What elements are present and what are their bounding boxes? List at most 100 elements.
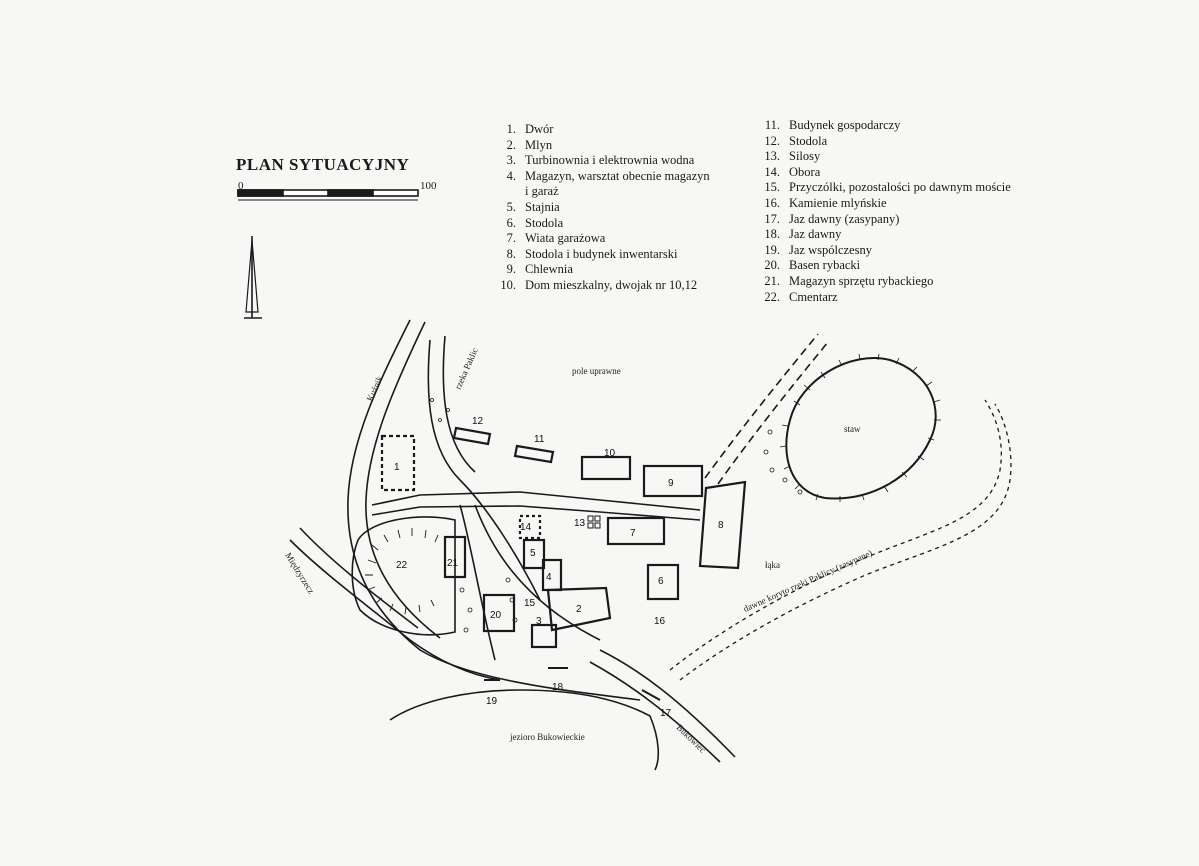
legend-item-label: i garaż xyxy=(525,184,559,199)
label-lake: jezioro Bukowieckie xyxy=(509,732,585,742)
bnum-17: 17 xyxy=(660,708,672,719)
legend-item: 21. Magazyn sprzętu rybackiego xyxy=(758,274,1011,290)
map-title: PLAN SYTUACYJNY xyxy=(236,155,410,174)
legend-item-label: Mlyn xyxy=(525,137,553,152)
legend-item-number: 2. xyxy=(506,137,516,152)
legend-item-number: 18. xyxy=(764,227,780,242)
legend-item-label: Dwór xyxy=(525,122,554,136)
bnum-11: 11 xyxy=(534,434,545,445)
legend-item-number: 1. xyxy=(506,122,516,136)
legend-item-label: Stodola xyxy=(525,215,564,230)
legend-item: 14.Obora xyxy=(758,165,1011,181)
bnum-15: 15 xyxy=(524,598,536,609)
legend-item: 20.Basen rybacki xyxy=(758,258,1011,274)
bnum-16: 16 xyxy=(654,616,666,627)
bnum-19: 19 xyxy=(486,696,498,707)
legend-item: 11. Budynek gospodarczy xyxy=(758,118,1011,134)
legend-item: 19.Jaz wspólczesny xyxy=(758,243,1011,259)
label-kusnik: Kuźnik xyxy=(365,374,385,403)
main-road xyxy=(289,319,701,701)
legend-item-number: 9. xyxy=(506,262,516,277)
bnum-13: 13 xyxy=(574,518,586,529)
legend-item-label: Jaz dawny xyxy=(789,227,842,242)
building-21 xyxy=(443,535,467,579)
legend-item: 3.Turbinownia i elektrownia wodna xyxy=(496,153,710,169)
legend-item: 12. Stodola xyxy=(758,134,1011,150)
label-bukowiec: Bukowiec xyxy=(675,722,708,755)
legend-item: 9.Chlewnia xyxy=(496,262,710,278)
legend-item: 5.Stajnia xyxy=(496,200,710,216)
building-1 xyxy=(380,434,416,492)
label-meadow: łąka xyxy=(765,560,780,570)
legend-item-label: Magazyn sprzętu rybackiego xyxy=(789,273,934,288)
legend-item: 6. Stodola xyxy=(496,216,710,232)
legend-item: 16.Kamienie mlyńskie xyxy=(758,196,1011,212)
label-field: pole uprawne xyxy=(572,366,621,376)
legend-item: i garaż xyxy=(496,184,710,200)
legend-item-number: 11. xyxy=(764,118,780,132)
scale-end-label: 100 xyxy=(420,180,437,192)
bnum-18: 18 xyxy=(552,682,564,693)
label-rzeka: rzeka Paklic xyxy=(453,346,480,390)
building-11 xyxy=(513,444,555,464)
building-8 xyxy=(698,480,747,570)
legend-item-label: Stodola xyxy=(789,133,828,148)
legend-item-number: 16. xyxy=(764,195,780,210)
cemetery-ticks xyxy=(365,528,439,615)
legend-item-number: 21. xyxy=(764,273,780,288)
legend-item-label: Silosy xyxy=(789,149,821,164)
legend-item: 2. Mlyn xyxy=(496,138,710,154)
building-10 xyxy=(580,455,632,481)
legend-item-label: Magazyn, warsztat obecnie magazyn xyxy=(525,168,710,183)
legend-item: 8. Stodola i budynek inwentarski xyxy=(496,247,710,263)
bnum-12: 12 xyxy=(472,416,484,427)
bnum-20: 20 xyxy=(490,610,502,621)
bnum-10: 10 xyxy=(604,448,616,459)
legend-item: 13. Silosy xyxy=(758,149,1011,165)
bnum-4: 4 xyxy=(546,572,552,583)
legend-item-number: 13. xyxy=(764,149,780,164)
legend-item: 7.Wiata garażowa xyxy=(496,231,710,247)
legend-item-number: 12. xyxy=(764,133,780,148)
building-6 xyxy=(646,563,680,601)
bnum-1: 1 xyxy=(394,462,400,473)
legend-item-number: 19. xyxy=(764,242,780,257)
building-12 xyxy=(452,426,492,446)
weirs xyxy=(484,667,661,701)
legend-item-number: 6. xyxy=(506,215,516,230)
legend-item-number: 8. xyxy=(506,246,516,261)
building-number-labels: 1 2 3 4 5 6 7 8 9 10 11 12 13 14 15 16 1… xyxy=(394,416,724,719)
legend-item-number: 10. xyxy=(500,277,516,292)
building-2 xyxy=(546,586,612,632)
bukowiec-road xyxy=(589,649,736,763)
north-arrow xyxy=(244,236,262,319)
legend-item-label: Budynek gospodarczy xyxy=(789,118,901,132)
cemetery-outline xyxy=(351,516,456,636)
building-3 xyxy=(530,623,558,649)
inner-road xyxy=(459,504,496,661)
legend-right: 11. Budynek gospodarczy 12. Stodola 13. Silos… xyxy=(758,118,1011,305)
legend-item-label: Obora xyxy=(789,164,821,179)
silos-13 xyxy=(587,515,601,529)
legend-item-label: Stodola i budynek inwentarski xyxy=(525,246,678,261)
bnum-14: 14 xyxy=(520,522,532,533)
trees xyxy=(430,398,803,633)
legend-item: 15.Przyczólki, pozostalości po dawnym mo… xyxy=(758,180,1010,196)
legend-item: 18. Jaz dawny xyxy=(758,227,1011,243)
lake-shore xyxy=(389,689,660,771)
legend-item: 1. Dwór xyxy=(496,122,710,138)
river xyxy=(427,335,541,601)
legend-item-number: 15. xyxy=(764,180,780,195)
bnum-9: 9 xyxy=(668,478,674,489)
bnum-6: 6 xyxy=(658,576,664,587)
bnum-21: 21 xyxy=(447,558,459,569)
legend-item-label: Basen rybacki xyxy=(789,258,861,273)
legend-item-number: 4. xyxy=(506,168,516,183)
building-9 xyxy=(642,464,704,498)
legend-item-number: 7. xyxy=(506,231,516,246)
label-pond: staw xyxy=(844,424,861,434)
legend-item-label: Cmentarz xyxy=(789,289,838,304)
legend-item-label: Dom mieszkalny, dwojak nr 10,12 xyxy=(525,277,698,292)
legend-item: 4. Magazyn, warsztat obecnie magazyn xyxy=(496,169,710,185)
